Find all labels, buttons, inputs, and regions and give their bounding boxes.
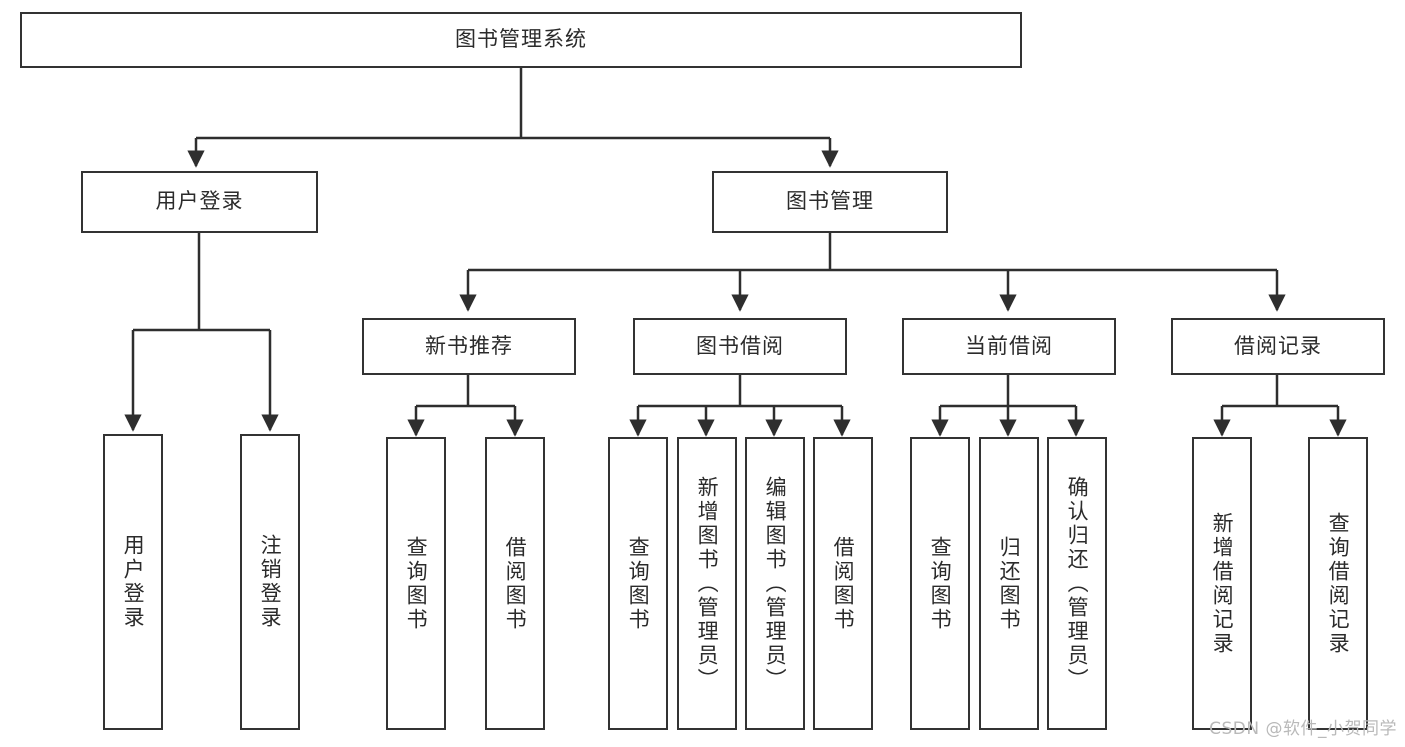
node-leaf-add-record[interactable]: 新增借阅记录 [1192, 437, 1252, 730]
node-leaf-query-book-3[interactable]: 查询图书 [910, 437, 970, 730]
node-label: 当前借阅 [965, 333, 1053, 358]
node-label: 新书推荐 [425, 333, 513, 358]
node-leaf-query-record[interactable]: 查询借阅记录 [1308, 437, 1368, 730]
node-leaf-return-book[interactable]: 归还图书 [979, 437, 1039, 730]
node-label: 借阅图书 [831, 535, 856, 632]
node-label: 查询图书 [404, 535, 429, 632]
node-leaf-borrow-book-1[interactable]: 借阅图书 [485, 437, 545, 730]
node-label: 编辑图书（管理员） [763, 475, 788, 692]
node-label: 借阅图书 [503, 535, 528, 632]
node-book-management[interactable]: 图书管理 [712, 171, 948, 233]
node-label: 确认归还（管理员） [1065, 475, 1090, 692]
node-label: 查询借阅记录 [1326, 511, 1351, 656]
node-leaf-borrow-book-2[interactable]: 借阅图书 [813, 437, 873, 730]
node-leaf-query-book-2[interactable]: 查询图书 [608, 437, 668, 730]
node-current-borrow[interactable]: 当前借阅 [902, 318, 1116, 375]
node-label: 图书管理系统 [455, 27, 587, 52]
node-label: 图书管理 [786, 189, 874, 214]
node-leaf-confirm-return[interactable]: 确认归还（管理员） [1047, 437, 1107, 730]
node-leaf-edit-book[interactable]: 编辑图书（管理员） [745, 437, 805, 730]
node-leaf-logout-login[interactable]: 注销登录 [240, 434, 300, 730]
node-label: 查询图书 [626, 535, 651, 632]
node-borrow-record[interactable]: 借阅记录 [1171, 318, 1385, 375]
csdn-watermark: CSDN @软件_小贺同学 [1209, 719, 1397, 739]
node-label: 用户登录 [121, 534, 146, 630]
node-label: 用户登录 [155, 189, 244, 214]
node-leaf-add-book[interactable]: 新增图书（管理员） [677, 437, 737, 730]
node-label: 新增借阅记录 [1210, 511, 1235, 656]
node-label: 图书借阅 [696, 333, 784, 358]
node-leaf-user-login[interactable]: 用户登录 [103, 434, 163, 730]
node-user-login[interactable]: 用户登录 [81, 171, 318, 233]
node-label: 归还图书 [997, 535, 1022, 632]
node-label: 新增图书（管理员） [695, 475, 720, 692]
node-new-book-recommend[interactable]: 新书推荐 [362, 318, 576, 375]
node-book-borrow[interactable]: 图书借阅 [633, 318, 847, 375]
node-book-management-system[interactable]: 图书管理系统 [20, 12, 1022, 68]
node-label: 借阅记录 [1234, 333, 1322, 358]
node-label: 注销登录 [258, 534, 283, 630]
node-label: 查询图书 [928, 535, 953, 632]
node-leaf-query-book-1[interactable]: 查询图书 [386, 437, 446, 730]
